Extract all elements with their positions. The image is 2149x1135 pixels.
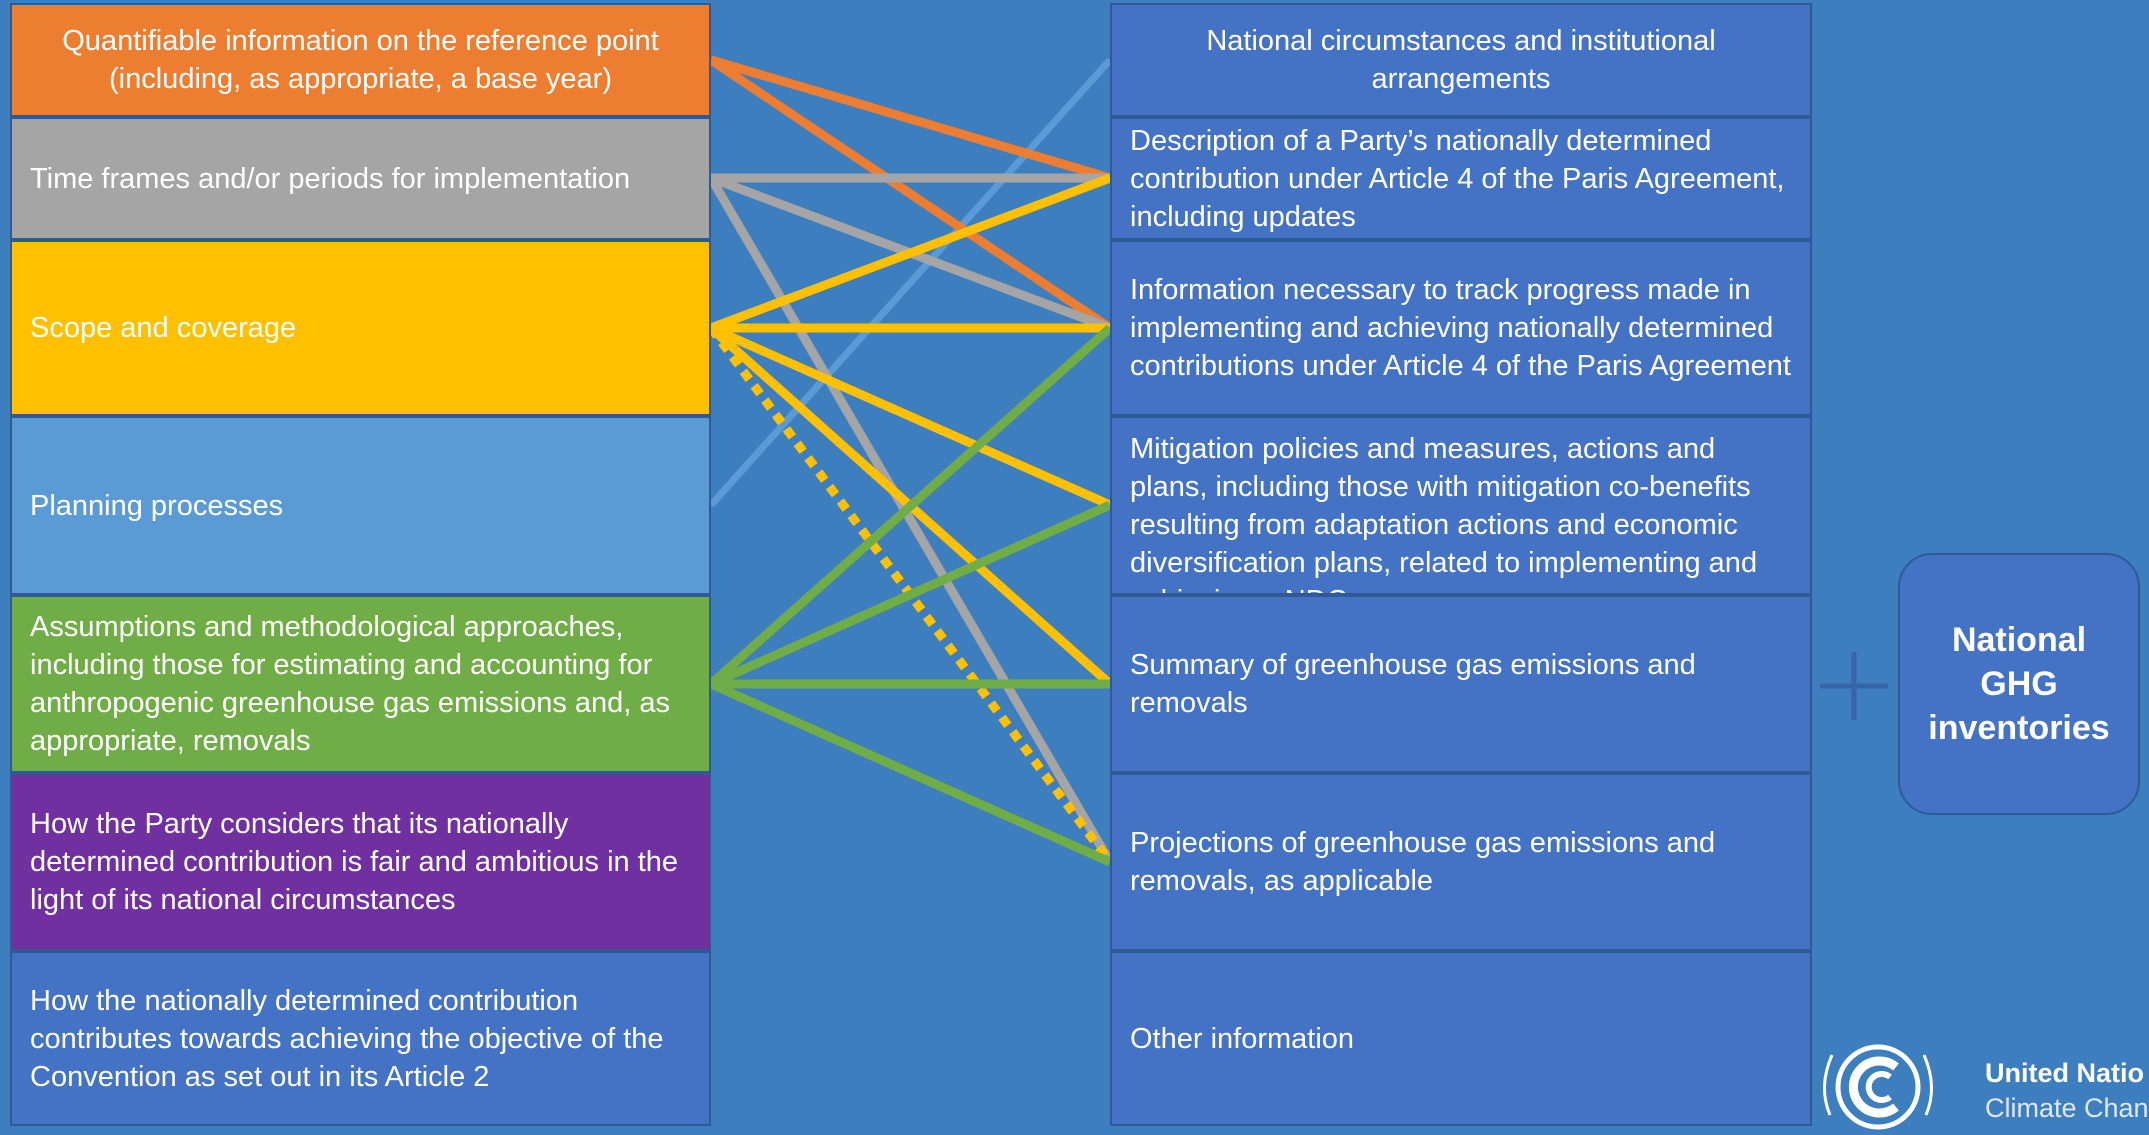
right-item-ndc-description: Description of a Party’s nationally dete… — [1110, 117, 1812, 240]
left-item-label: Quantifiable information on the referenc… — [62, 25, 659, 95]
left-item-label: Scope and coverage — [30, 312, 297, 344]
right-item-label: Other information — [1130, 1022, 1355, 1055]
left-item-label: Planning processes — [30, 489, 284, 522]
right-item-mitigation-policies: Mitigation policies and measures, action… — [1110, 416, 1812, 595]
right-item-label: Summary of greenhouse gas emissions and … — [1130, 649, 1696, 719]
connection-line — [708, 57, 1113, 508]
left-item-label: How the nationally determined contributi… — [30, 984, 664, 1093]
right-item-label: Mitigation policies and measures, action… — [1130, 433, 1758, 593]
left-item-time-frames: Time frames and/or periods for implement… — [10, 117, 711, 240]
connection-line — [709, 500, 1112, 689]
right-item-label: Information necessary to track progress … — [1130, 274, 1791, 382]
ghg-box-label: National GHG inventories — [1928, 621, 2110, 747]
right-item-projections: Projections of greenhouse gas emissions … — [1110, 773, 1812, 951]
connection-line — [709, 55, 1112, 183]
left-item-label: Time frames and/or periods for implement… — [30, 162, 631, 195]
connection-line — [709, 173, 1112, 333]
org-subtitle: Climate Chang — [1985, 1093, 2149, 1123]
right-item-national-circumstances: National circumstances and institutional… — [1110, 3, 1812, 117]
right-item-label: Projections of greenhouse gas emissions … — [1130, 827, 1716, 897]
left-item-scope-coverage: Scope and coverage — [10, 240, 711, 416]
connection-line — [709, 679, 1112, 867]
left-item-label: How the Party considers that its nationa… — [30, 808, 679, 916]
right-item-other-information: Other information — [1110, 951, 1812, 1126]
right-item-label: National circumstances and institutional… — [1206, 25, 1716, 95]
connection-line — [707, 175, 1114, 865]
left-item-assumptions: Assumptions and methodological approache… — [10, 595, 711, 773]
left-item-fair-ambitious: How the Party considers that its nationa… — [10, 773, 711, 951]
right-item-label: Description of a Party’s nationally dete… — [1130, 124, 1785, 233]
unfccc-logo-icon — [1823, 1044, 1933, 1130]
left-item-planning-processes: Planning processes — [10, 416, 711, 595]
plus-icon — [1820, 652, 1888, 720]
connection-line — [708, 324, 1113, 688]
left-item-objective-convention: How the nationally determined contributi… — [10, 951, 711, 1126]
left-item-label: Assumptions and methodological approache… — [30, 611, 671, 757]
left-item-reference-point: Quantifiable information on the referenc… — [10, 3, 711, 117]
right-item-track-progress: Information necessary to track progress … — [1110, 240, 1812, 416]
national-ghg-inventories-box: National GHG inventories — [1898, 553, 2140, 815]
connection-line — [708, 56, 1113, 332]
right-item-emissions-summary: Summary of greenhouse gas emissions and … — [1110, 595, 1812, 773]
org-name: United Natio — [1985, 1058, 2144, 1088]
connection-line — [709, 323, 1112, 510]
